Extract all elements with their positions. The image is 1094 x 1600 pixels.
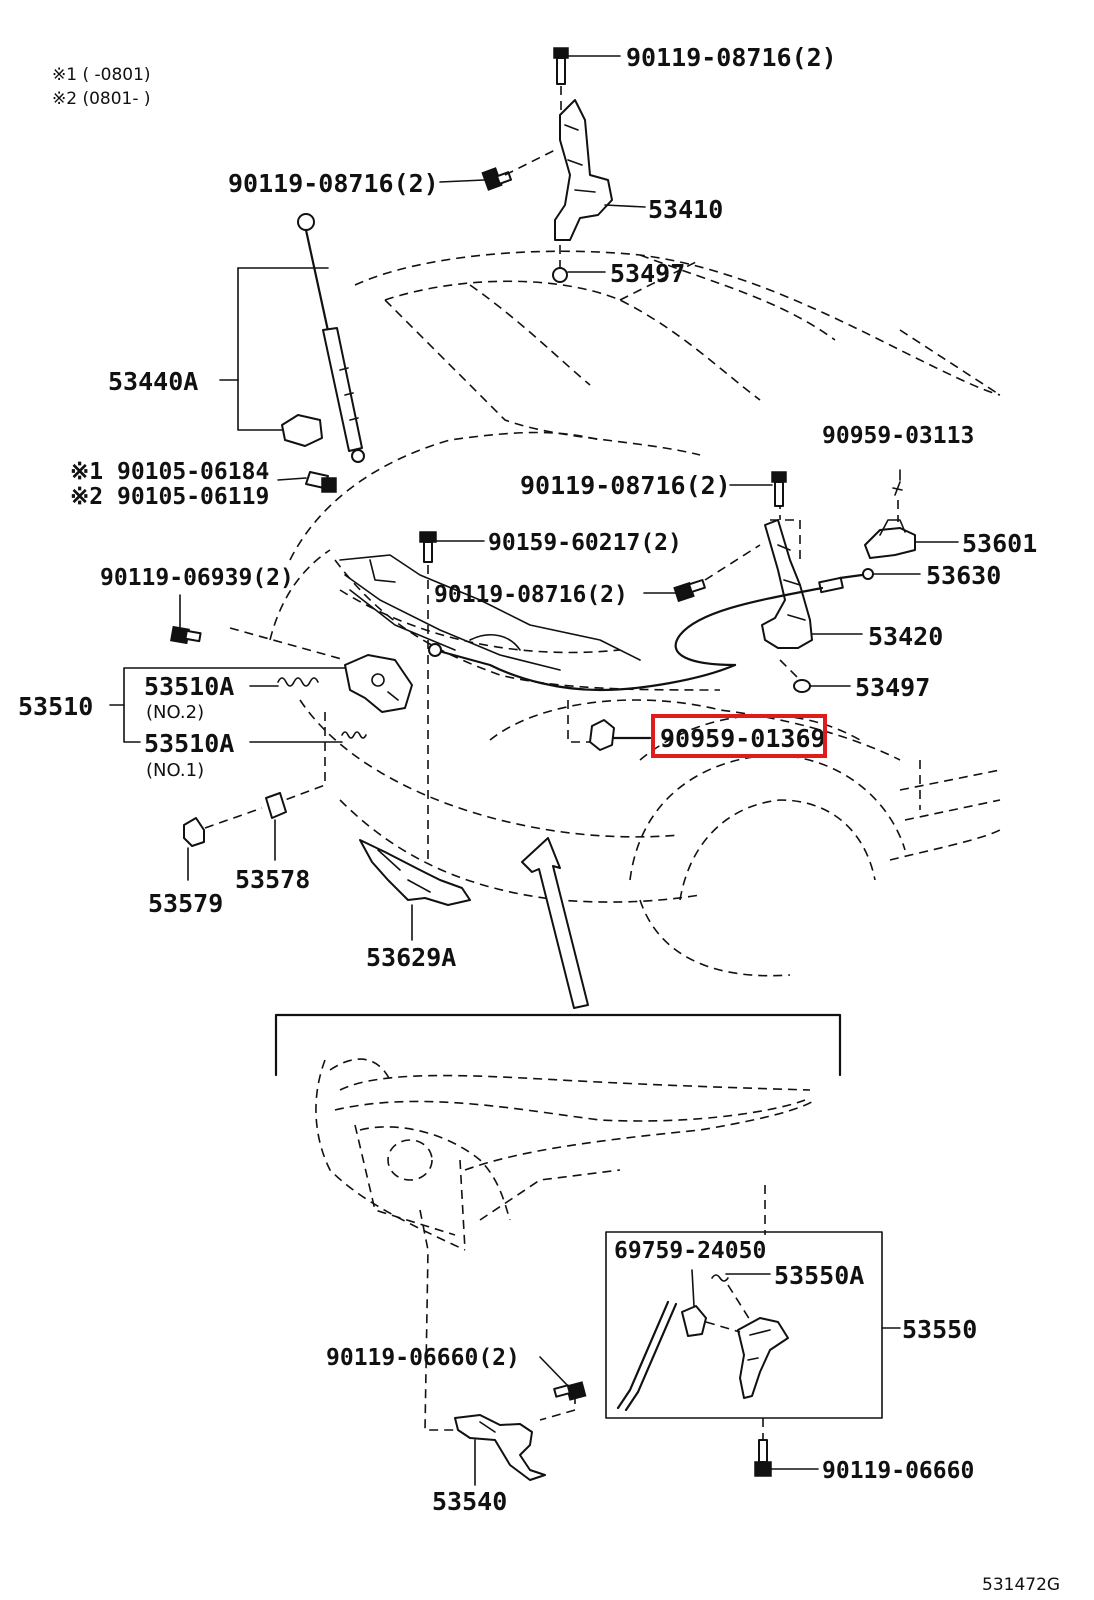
label-bolt-left-hinge[interactable]: 90119-08716(2) [228, 169, 439, 198]
vehicle-outline [269, 250, 1001, 977]
label-support-lower[interactable]: 53540 [432, 1487, 507, 1516]
label-grommet-top[interactable]: 90959-03113 [822, 423, 974, 449]
release-lever-icon [864, 481, 916, 559]
label-lock-lower-assy[interactable]: 53550 [902, 1315, 977, 1344]
label-spring-no1-sub: (NO.1) [146, 760, 204, 781]
bolt-right-hinge-icon [771, 471, 787, 507]
label-bolt-bottom[interactable]: 90119-06660 [822, 1458, 974, 1484]
label-bolt-right-hinge[interactable]: 90119-08716(2) [520, 471, 731, 500]
note-2: ※2 (0801- ) [52, 89, 151, 109]
label-cushion-right[interactable]: 53497 [855, 673, 930, 702]
label-bolt-top[interactable]: 90119-08716(2) [626, 43, 837, 72]
label-hinge-rh[interactable]: 53420 [868, 622, 943, 651]
bolt-mid-icon [673, 544, 761, 603]
bolt-bottom-icon [754, 1418, 772, 1477]
spring-no2-icon [277, 677, 319, 687]
label-rod-clip[interactable]: 69759-24050 [614, 1238, 766, 1264]
label-clamp-highlighted[interactable]: 90959-01369 [660, 724, 826, 753]
hinge-lh [552, 99, 613, 283]
front-view-outline [315, 1058, 816, 1431]
notes: ※1 ( -0801) ※2 (0801- ) [52, 65, 151, 109]
spring-lower-icon [711, 1274, 751, 1321]
label-spring-no2-sub: (NO.2) [146, 702, 204, 723]
label-lever[interactable]: 53601 [962, 529, 1037, 558]
radiator-support [339, 554, 641, 671]
detail-frame [274, 1013, 842, 1077]
note-1: ※1 ( -0801) [52, 65, 151, 85]
label-bolt-latch[interactable]: 90119-06939(2) [100, 565, 294, 591]
label-cushion-a[interactable]: 53578 [235, 865, 310, 894]
label-bolt-lower[interactable]: 90119-06660(2) [326, 1345, 520, 1371]
label-bolt-mid[interactable]: 90119-08716(2) [434, 582, 628, 608]
rod-icon [616, 1269, 707, 1412]
hinge-rh [761, 500, 813, 681]
bolt-latch-icon [170, 625, 202, 645]
bolt-left-hinge-icon [481, 149, 556, 191]
label-stud-2[interactable]: ※2 90105-06119 [70, 484, 269, 510]
figure-code: 531472G [982, 1575, 1060, 1595]
part-labels: 90119-08716(2) 90119-08716(2) 53410 5349… [18, 43, 1060, 1595]
lock-assembly-icon [229, 627, 413, 713]
label-hinge-lh[interactable]: 53410 [648, 195, 723, 224]
label-support[interactable]: 53440A [108, 367, 198, 396]
stud-bolt-icon [305, 471, 337, 493]
label-cable[interactable]: 53630 [926, 561, 1001, 590]
zoom-arrow-icon [521, 837, 589, 1009]
label-spring-lower[interactable]: 53550A [774, 1261, 864, 1290]
bolt-top-icon [553, 47, 569, 110]
label-spring-no2[interactable]: 53510A [144, 672, 234, 701]
label-stud-1[interactable]: ※1 90105-06184 [70, 459, 269, 485]
leader-lines [109, 55, 959, 1486]
clamp-icon [567, 700, 652, 751]
highlight-box [651, 714, 827, 758]
label-cushion-top[interactable]: 53497 [610, 259, 685, 288]
support-lower-icon [454, 1414, 546, 1481]
label-clip-bolt[interactable]: 90159-60217(2) [488, 530, 682, 556]
label-cushion-b[interactable]: 53579 [148, 889, 223, 918]
bolt-lower-icon [553, 1381, 587, 1401]
cushion-a-icon [265, 712, 326, 819]
clip-bolt-icon [419, 531, 437, 860]
release-cable-icon [428, 568, 874, 692]
label-lock-assy[interactable]: 53510 [18, 692, 93, 721]
lower-latch-icon [705, 1317, 789, 1399]
spring-no1-icon [341, 731, 367, 739]
lower-lock-box [605, 1231, 901, 1419]
hood-support-icon [281, 213, 365, 463]
cushion-b-icon [183, 807, 263, 881]
cushion-right-icon [793, 679, 811, 693]
label-spring-no1[interactable]: 53510A [144, 729, 234, 758]
bracket-icon [359, 839, 471, 906]
label-bracket[interactable]: 53629A [366, 943, 456, 972]
